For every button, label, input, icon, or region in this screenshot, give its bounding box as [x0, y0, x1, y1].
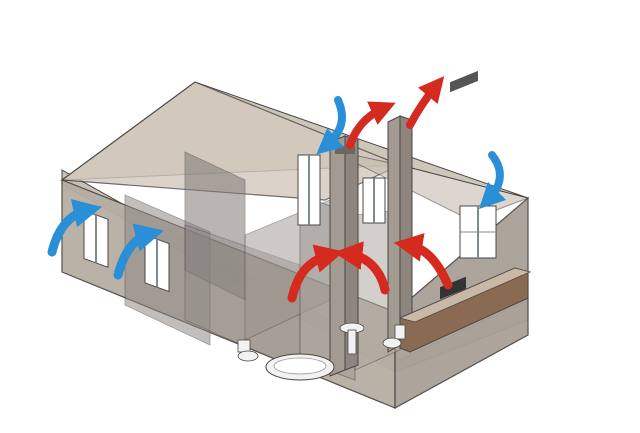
exhaust-air-arrow [406, 76, 445, 129]
window-back-2 [362, 177, 386, 224]
toilet-right [382, 324, 406, 349]
toilet-left [237, 339, 259, 362]
exhaust-air-arrow [393, 233, 453, 290]
fresh-air-arrow [478, 151, 507, 210]
exhaust-air-arrow [287, 244, 344, 303]
exhaust-air-arrow [346, 101, 396, 149]
sink [339, 322, 365, 355]
bathtub [265, 353, 335, 381]
fresh-air-arrow [47, 199, 103, 257]
window-left-1 [83, 209, 109, 268]
fresh-air-arrow [316, 96, 346, 155]
window-left-2 [144, 234, 170, 293]
window-right [459, 205, 497, 259]
kitchen-counter [398, 70, 532, 353]
exhaust-air-arrow [333, 241, 390, 295]
fresh-air-arrow [113, 223, 164, 280]
window-back-1 [297, 154, 321, 226]
